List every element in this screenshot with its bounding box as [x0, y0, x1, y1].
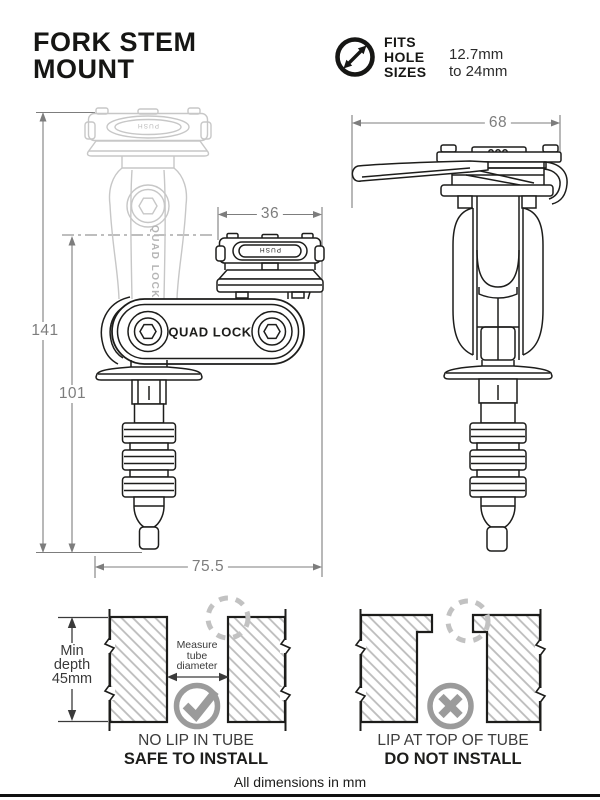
- mount-head-side: [436, 144, 562, 186]
- expander-stem-side: [443, 360, 553, 552]
- dimension-label-101: 101: [54, 385, 91, 403]
- do-not-install-caption: LIP AT TOP OF TUBE DO NOT INSTALL: [377, 732, 529, 768]
- lever-arm: [351, 160, 489, 182]
- tube-diameter-arrow: [167, 672, 229, 682]
- dimensions-note: All dimensions in mm: [233, 774, 367, 790]
- brand-arm-label: QUAD LOCK: [149, 225, 160, 299]
- dashed-circle-icon: [445, 598, 491, 644]
- front-view-drawing: PUSH QUAD LOCK: [95, 232, 325, 550]
- mount-head-front: PUSH: [215, 232, 325, 300]
- safe-install-caption: NO LIP IN TUBE SAFE TO INSTALL: [123, 732, 269, 768]
- bottom-border: [0, 794, 600, 797]
- page-title-line2: MOUNT: [33, 54, 135, 84]
- min-depth-label: Min depth 45mm: [51, 643, 93, 687]
- dimension-label-36: 36: [256, 205, 284, 223]
- dimension-label-141: 141: [27, 322, 63, 340]
- ghost-extended-position: PUSH QUAD LOCK: [84, 107, 212, 299]
- security-hook: [543, 161, 568, 205]
- dimension-label-75-5: 75.5: [187, 558, 229, 576]
- page-title: FORK STEM MOUNT: [33, 29, 197, 83]
- fits-hole-sizes-label: FITS HOLE SIZES: [384, 34, 427, 80]
- side-view-drawing: [351, 144, 568, 552]
- min-depth-arrow: [58, 616, 108, 723]
- tube-cross-section-right: [354, 598, 547, 731]
- cross-icon: [427, 682, 474, 730]
- check-icon: [173, 682, 221, 730]
- dashed-circle-icon: [205, 595, 251, 641]
- clamp-body-side: [452, 196, 544, 361]
- expander-stem-front: [95, 360, 203, 550]
- push-label-ghost: PUSH: [137, 122, 159, 129]
- page-title-line1: FORK STEM: [33, 27, 197, 57]
- hole-size-range: 12.7mm to 24mm: [449, 46, 508, 80]
- tube-cross-section-left: [58, 595, 292, 731]
- quad-lock-logo: QUAD LOCK: [168, 325, 251, 340]
- dimension-label-68: 68: [484, 114, 512, 132]
- quad-lock-plate: QUAD LOCK: [111, 298, 305, 365]
- push-label: PUSH: [259, 246, 281, 253]
- measure-tube-diameter-label: Measure tube diameter: [176, 639, 218, 672]
- diameter-range-icon: [335, 37, 375, 77]
